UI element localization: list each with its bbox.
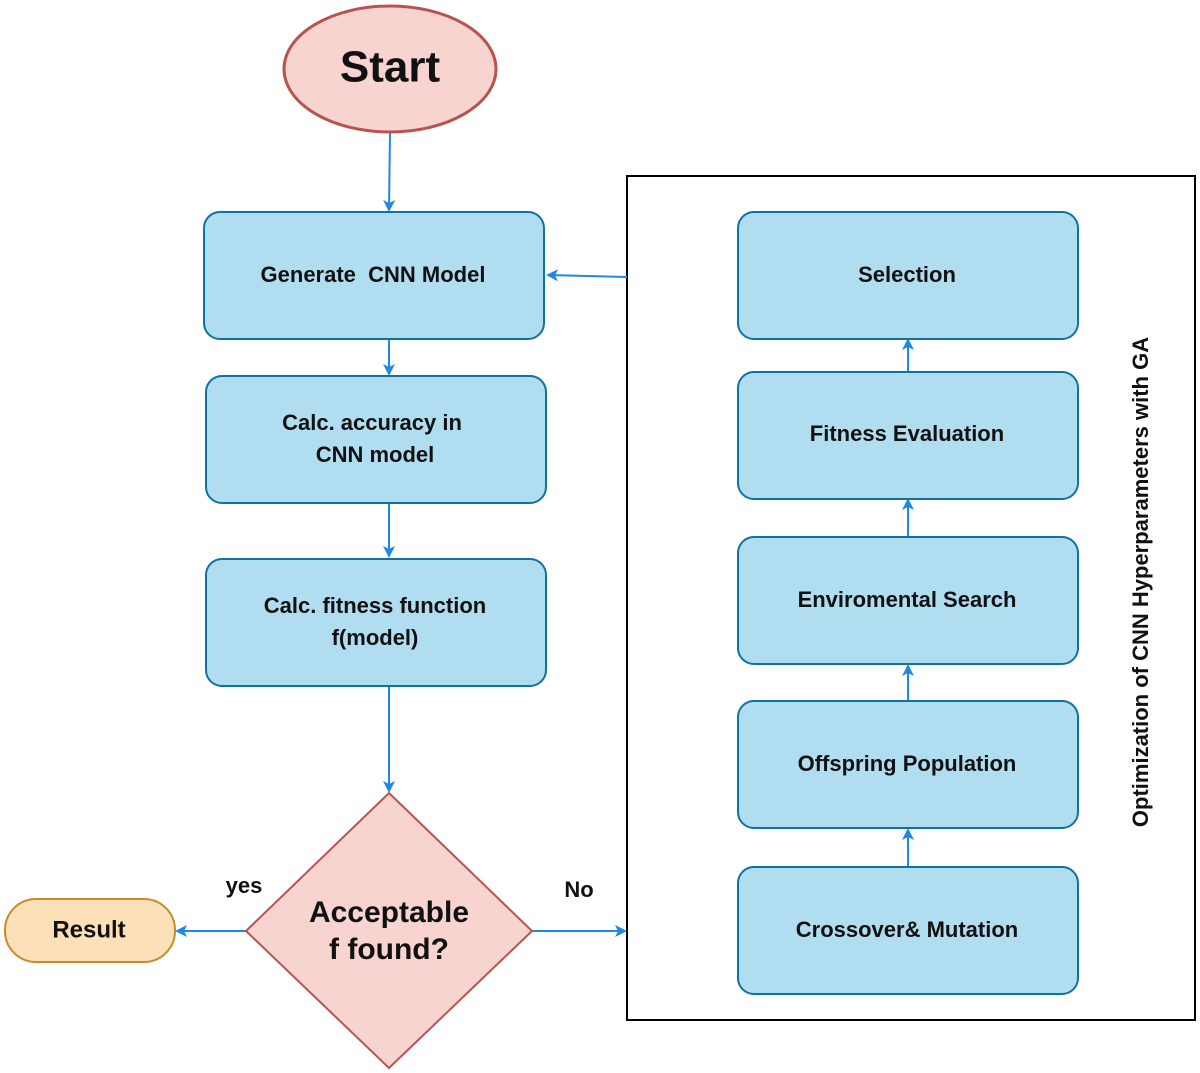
ga-step-selection: Selection (737, 211, 1079, 340)
calc-accuracy-box: Calc. accuracy in CNN model (205, 375, 547, 504)
decision-diamond (244, 791, 534, 1070)
calc-accuracy-label-line1: Calc. accuracy in (282, 410, 462, 435)
ga-step-offspring-population-label: Offspring Population (798, 751, 1017, 776)
ga-panel-title: Optimization of CNN Hyperparameters with… (1128, 337, 1153, 827)
connectors (175, 132, 914, 937)
ga-step-crossover-mutation-label: Crossover& Mutation (796, 917, 1018, 942)
calc-accuracy-label-line2: CNN model (316, 442, 435, 467)
decision-label-line2: f found? (329, 933, 449, 966)
generate-model-box: Generate CNN Model (203, 211, 545, 340)
ga-step-fitness-evaluation-label: Fitness Evaluation (810, 421, 1004, 446)
calc-fitness-label-line1: Calc. fitness function (264, 593, 486, 618)
calc-fitness-label-line2: f(model) (332, 625, 419, 650)
result-node: Result (4, 898, 176, 963)
arrow-start-to-generate (383, 132, 396, 212)
result-pill (4, 898, 176, 963)
result-label: Result (52, 916, 125, 943)
start-node: Start (282, 4, 498, 134)
ga-step-enviromental-search-label: Enviromental Search (798, 587, 1017, 612)
generate-model-label: Generate CNN Model (261, 262, 486, 287)
calc-fitness-box: Calc. fitness function f(model) (205, 558, 547, 687)
decision-label-line1: Acceptable (309, 896, 469, 929)
no-edge-label: No (564, 877, 593, 902)
arrow-ga-to-generate (546, 269, 628, 282)
yes-edge-label: yes (226, 873, 263, 898)
start-ellipse (282, 4, 498, 134)
ga-panel-frame (626, 175, 1196, 1021)
ga-step-selection-label: Selection (858, 262, 956, 287)
ga-step-fitness-evaluation: Fitness Evaluation (737, 371, 1079, 500)
ga-step-offspring-population: Offspring Population (737, 700, 1079, 829)
ga-step-crossover-mutation: Crossover& Mutation (737, 866, 1079, 995)
decision-node: Acceptable f found? (244, 791, 534, 1070)
start-label: Start (340, 43, 441, 92)
ga-step-enviromental-search: Enviromental Search (737, 536, 1079, 665)
